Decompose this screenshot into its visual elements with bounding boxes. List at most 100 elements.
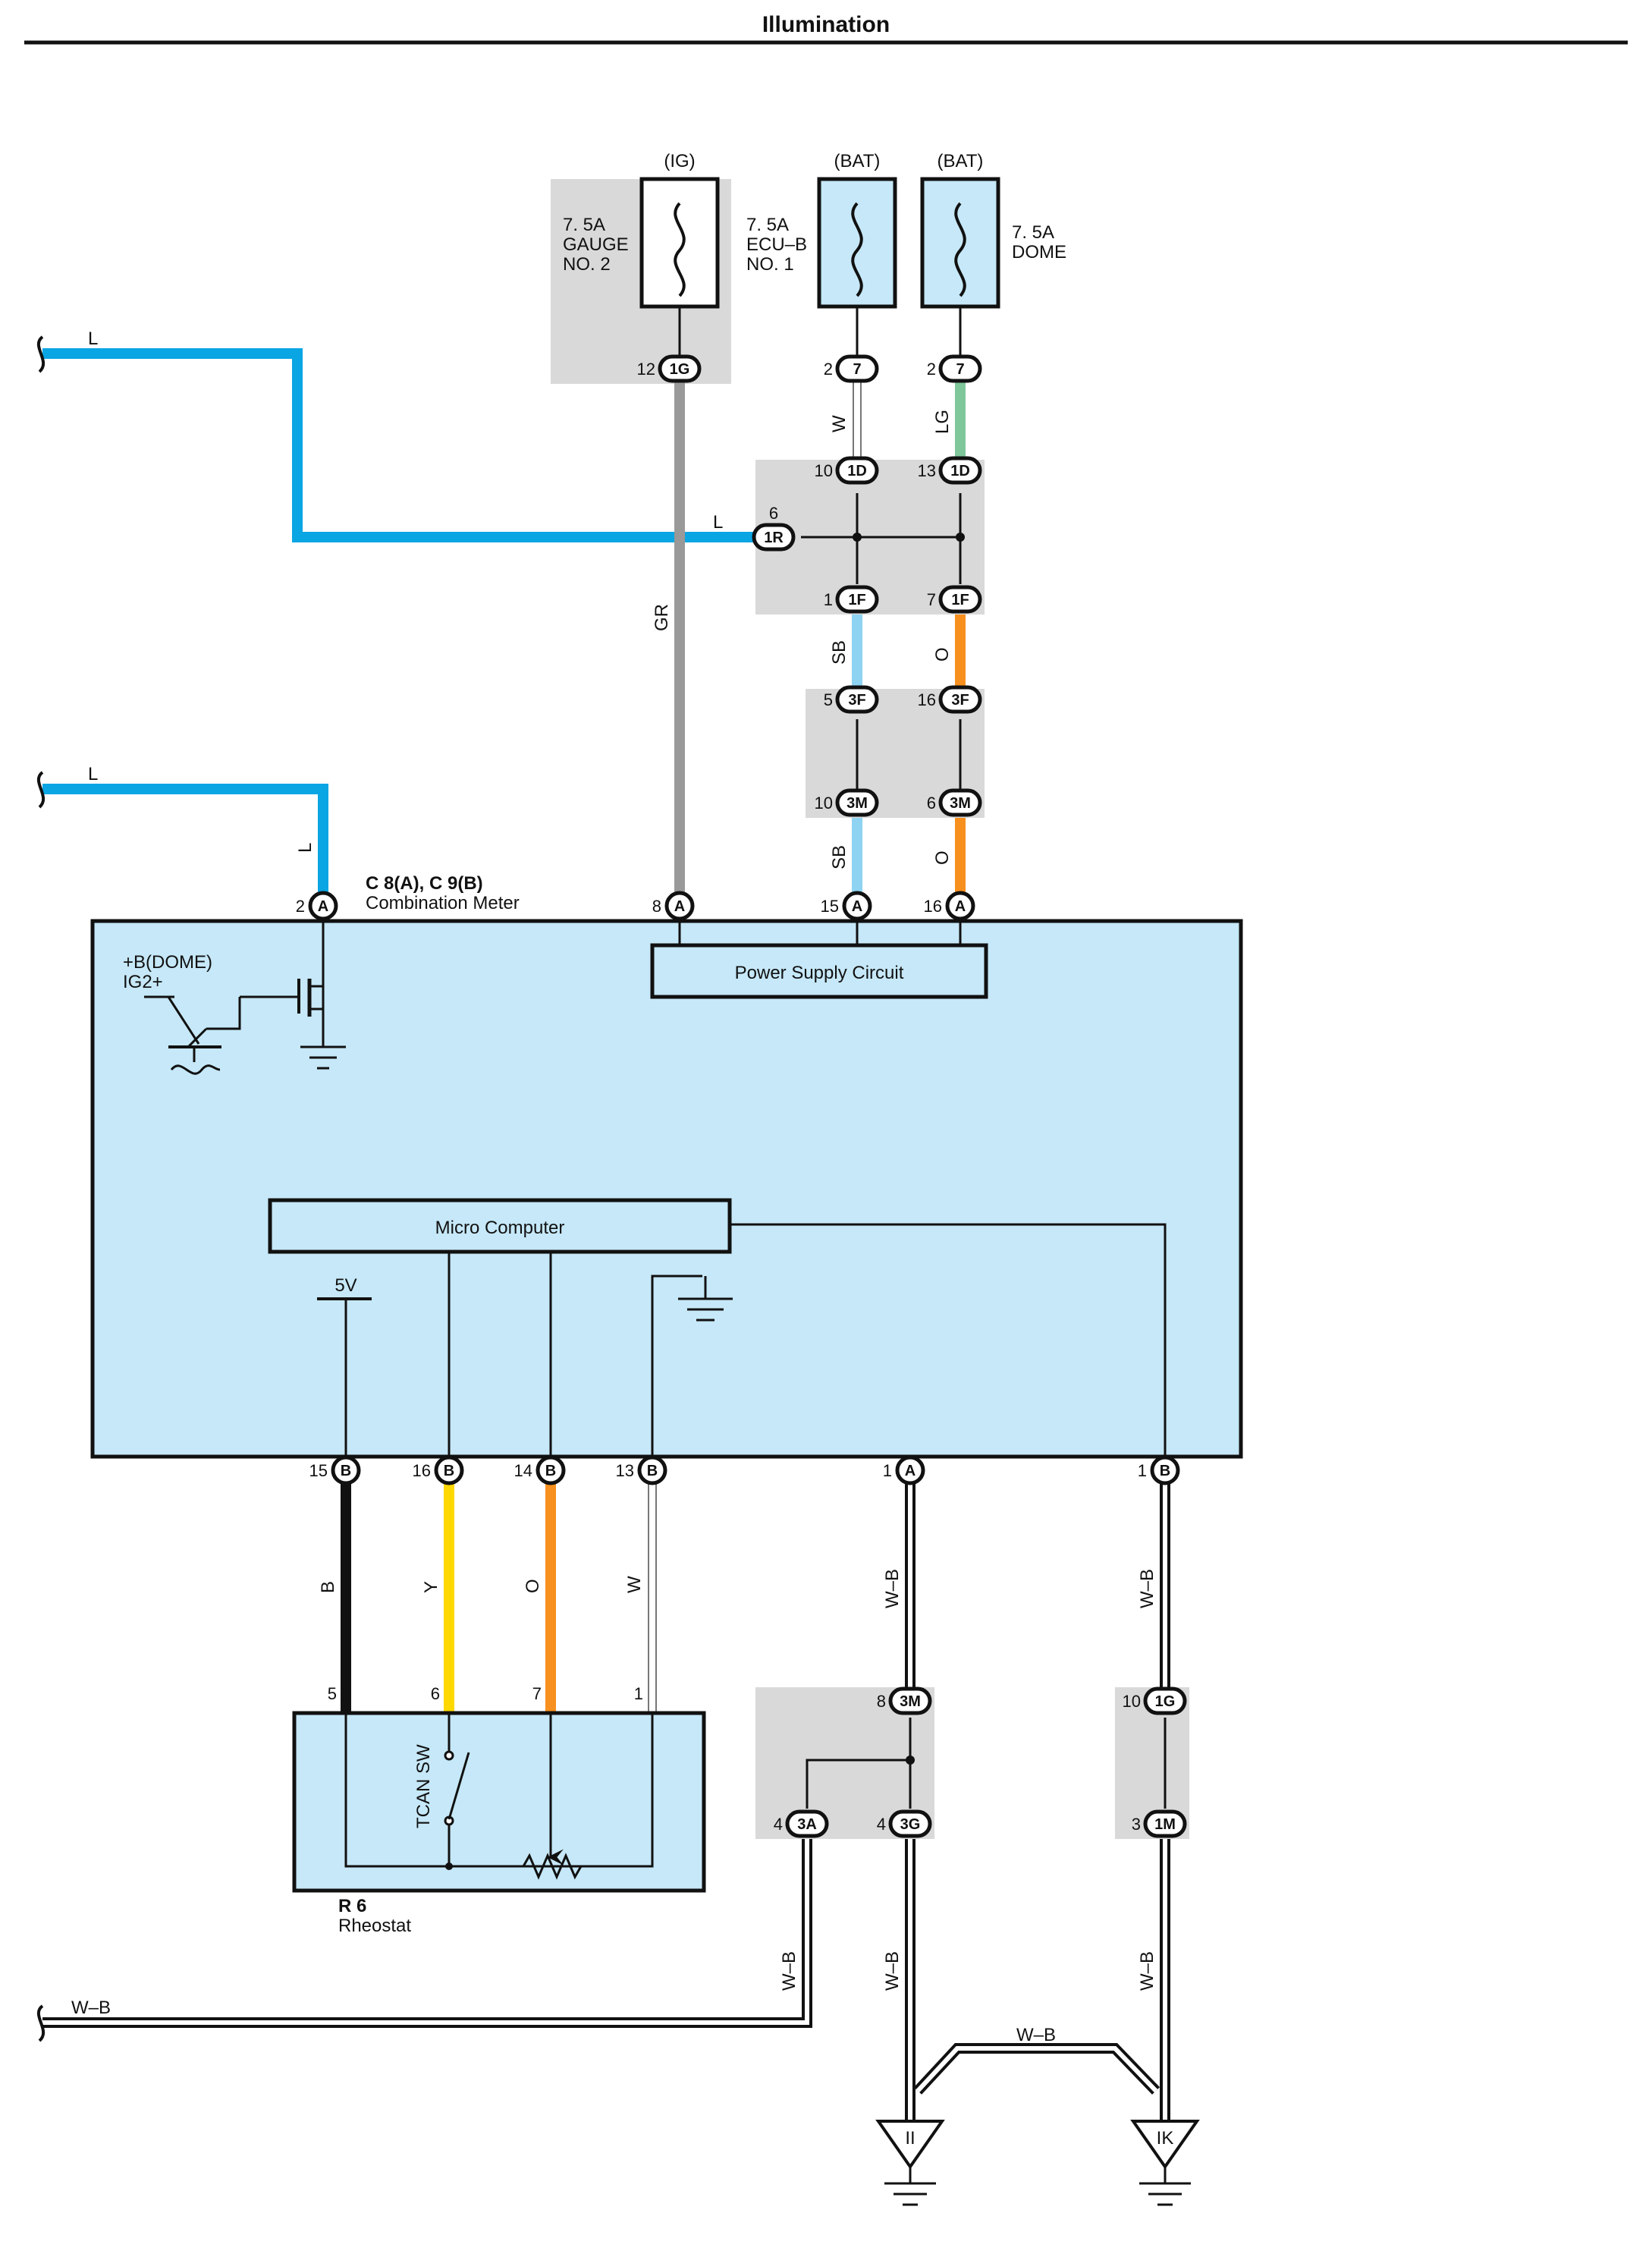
fuse-ecu (817, 177, 897, 309)
connector-id: 3M (950, 795, 971, 812)
rheostat-loop (344, 1713, 654, 1868)
connector-m-a2: A2 (296, 891, 338, 921)
bjt-wave (170, 1064, 221, 1075)
bjt-collector (167, 996, 200, 1045)
connector-m-b1: B1 (1138, 1455, 1180, 1485)
tcan-sw-blade (448, 1752, 470, 1820)
connector-id: A (955, 898, 966, 915)
connector-j3-top: 3M 8 (877, 1686, 932, 1715)
connector-id: A (852, 898, 862, 915)
connector-pin: 16 (924, 897, 942, 916)
connector-id: B (1160, 1463, 1170, 1479)
connector-j2-br: 3M6 (927, 788, 982, 817)
connector-j3-br: 3G4 (877, 1809, 932, 1838)
fuse-dome (920, 177, 1000, 309)
j1-node-right (956, 533, 965, 542)
connector-pin: 1 (1138, 1461, 1147, 1480)
connector-pin: 3 (1132, 1815, 1141, 1834)
wire-break-top (36, 335, 46, 373)
rheostat-name: Rheostat (338, 1916, 411, 1936)
connector-pin: 13 (616, 1461, 634, 1480)
connector-pin: 15 (309, 1461, 328, 1480)
connector-id: 1D (950, 463, 970, 479)
connector-pin: 10 (1123, 1692, 1141, 1711)
wire-WB-group (42, 1484, 1170, 2138)
connector-id: 1R (764, 530, 784, 546)
connector-pin: 15 (821, 897, 839, 916)
wire-L-mid (42, 784, 328, 894)
fuse-gauge-rating: 7. 5A (563, 215, 605, 235)
ground-IK (1130, 2120, 1200, 2170)
connector-id: 3M (900, 1693, 921, 1710)
connector-pin: 1 (883, 1461, 892, 1480)
fuse-gauge-name2: NO. 2 (563, 254, 611, 275)
connector-j1-tl: 1D 10 (815, 456, 879, 485)
ground-IK-label: IK (1157, 2128, 1174, 2149)
ground-II (875, 2120, 945, 2170)
fuse-ecu-name1: ECU–B (746, 234, 807, 255)
wire-code-SB-2: SB (829, 845, 850, 869)
connector-pin: 10 (815, 461, 833, 480)
wire-code-L-vert: L (295, 843, 316, 853)
meter-code: C 8(A), C 9(B) (366, 873, 483, 894)
connector-id: B (341, 1463, 351, 1479)
connector-pin: 6 (769, 504, 778, 523)
fuse-ecu-source: (BAT) (834, 151, 881, 171)
connector-m-a1: A1 (883, 1455, 925, 1485)
fuse-dome-rating: 7. 5A (1012, 222, 1054, 243)
connector-pin: 2 (824, 360, 833, 379)
wire-code-Y: Y (421, 1581, 441, 1593)
connector-id: 1F (848, 592, 865, 608)
connector-m-b14: B 14 (514, 1455, 566, 1485)
wire-code-WB-2: W–B (1137, 1569, 1157, 1608)
connector-id: 3G (900, 1816, 921, 1833)
connector-id: 1F (951, 592, 969, 608)
connector-id: 3F (848, 692, 865, 709)
connector-id: 1M (1154, 1816, 1176, 1833)
page-title: Illumination (762, 12, 890, 37)
wire-code-O-1: O (932, 647, 953, 662)
tcan-sw-label: TCAN SW (413, 1744, 434, 1828)
fuse-dome-name1: DOME (1012, 242, 1066, 262)
connector-id: B (444, 1463, 454, 1479)
connector-id: 7 (853, 361, 861, 378)
connector-j1-br: 1F7 (927, 585, 982, 614)
connector-id: 1D (847, 463, 867, 479)
connector-j1-bl: 1F1 (824, 585, 879, 614)
connector-m-a8: A8 (652, 891, 695, 921)
wire-break-mid (36, 771, 46, 809)
rheostat (292, 1711, 706, 1893)
rheostat-node (445, 1862, 453, 1870)
connector-id: A (318, 898, 328, 915)
connector-id: B (545, 1463, 556, 1479)
j3-node (906, 1756, 915, 1765)
connector-j3-bl: 3A4 (774, 1809, 829, 1838)
connector-m-a16: A 16 (924, 891, 975, 921)
rheostat-pin-1: 1 (634, 1684, 643, 1703)
meter-dome-label: +B(DOME) (123, 952, 212, 973)
wire-code-L-mid: L (88, 764, 98, 784)
fuse-dome-element (954, 202, 966, 297)
wire-code-O-2: O (932, 850, 953, 865)
wire-code-WB-bridge: W–B (1016, 2025, 1056, 2045)
connector-m-b15: B 15 (309, 1455, 361, 1485)
connector-j4-bot: 1M 3 (1132, 1809, 1187, 1838)
wire-L-top (42, 348, 769, 542)
connector-ecu-out: 72 (824, 354, 879, 383)
wire-code-WB-3: W–B (779, 1951, 799, 1991)
bjt-emitter (187, 1027, 208, 1048)
connector-pin: 8 (877, 1692, 886, 1711)
fuse-ecu-rating: 7. 5A (746, 215, 789, 235)
connector-pin: 13 (918, 461, 936, 480)
connector-pin: 14 (514, 1461, 532, 1480)
connector-pin: 10 (815, 794, 833, 813)
connector-id: 3A (797, 1816, 817, 1833)
fuse-ecu-name2: NO. 1 (746, 254, 794, 275)
bjt-base (206, 997, 241, 1030)
wire-code-WB-left: W–B (71, 1998, 111, 2018)
tcan-sw-contact-top (444, 1750, 454, 1761)
internal-ground-lead (651, 1275, 702, 1457)
fuse-gauge-name1: GAUGE (563, 234, 629, 255)
